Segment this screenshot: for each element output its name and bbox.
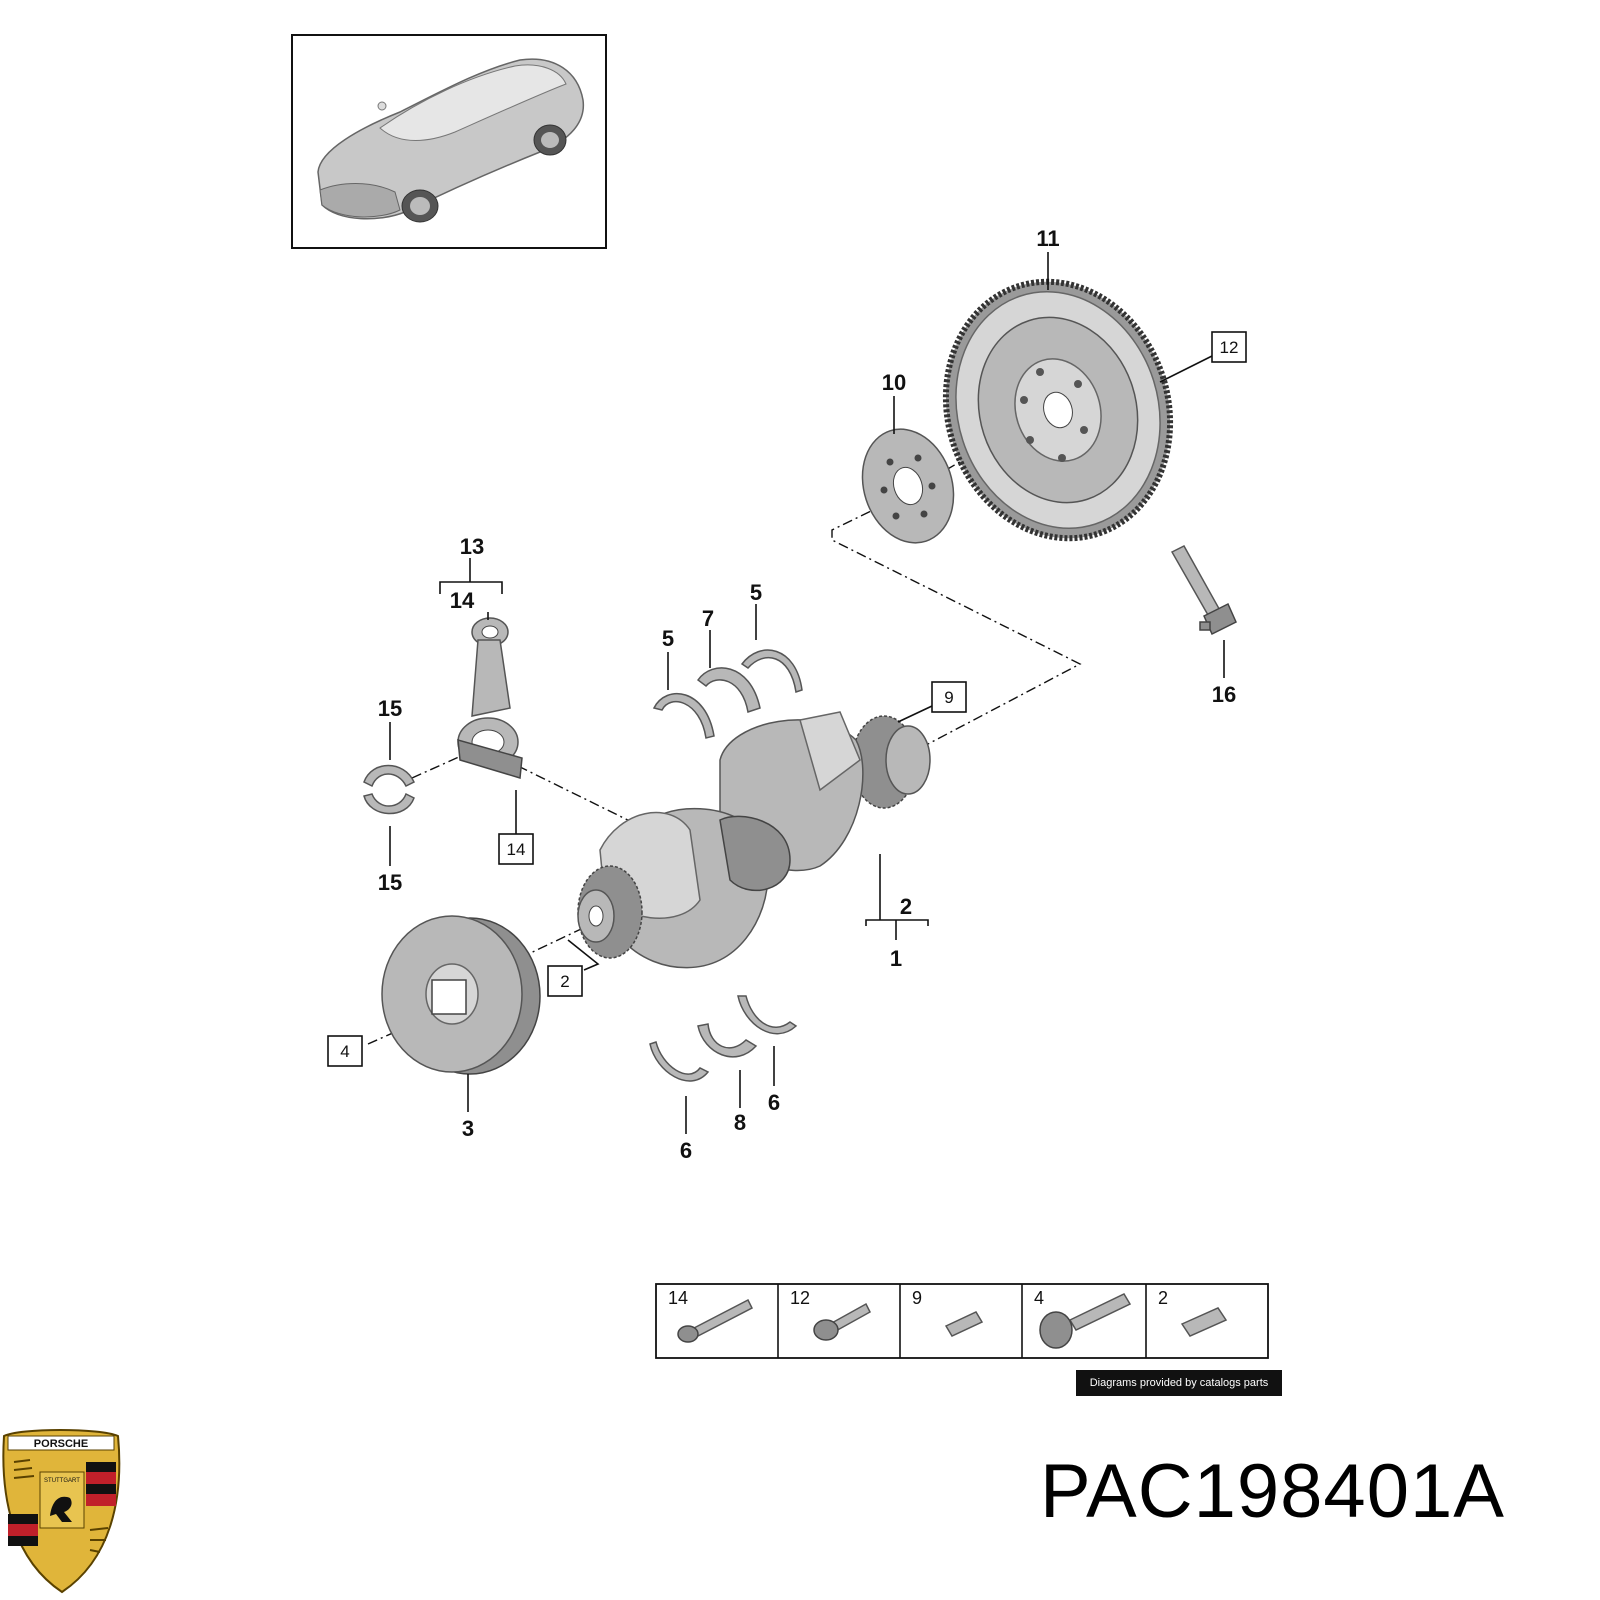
horse-icon <box>50 1496 72 1522</box>
bolt-icon <box>813 1302 871 1341</box>
callout-10: 10 <box>882 370 906 395</box>
main-bearing-shells <box>649 649 803 1082</box>
callout-box-2: 2 <box>560 972 569 991</box>
car-illustration <box>317 58 585 223</box>
part-code: PAC198401A <box>1040 1449 1505 1534</box>
callout-6-left: 6 <box>680 1138 692 1163</box>
connecting-rod <box>457 617 523 779</box>
flywheel <box>942 278 1174 542</box>
callout-box-14: 14 <box>507 840 526 859</box>
callout-box-12: 12 <box>1220 338 1239 357</box>
leader-lines <box>389 252 1225 1134</box>
crankshaft <box>577 711 931 969</box>
flex-plate <box>861 428 955 544</box>
callout-5-left: 5 <box>662 626 674 651</box>
diagram-credit: Diagrams provided by catalogs parts <box>1076 1370 1282 1396</box>
rod-bearing-shells <box>363 764 415 815</box>
crest-subtext: STUTTGART <box>44 1478 80 1484</box>
callout-15-top: 15 <box>378 696 402 721</box>
callout-13: 13 <box>460 534 484 559</box>
callout-16: 16 <box>1212 682 1236 707</box>
legend-cell-label: 12 <box>790 1288 810 1308</box>
dowel-pin-icon <box>1180 1307 1228 1337</box>
callout-box-4: 4 <box>340 1042 349 1061</box>
dowel-pin-icon <box>944 1311 984 1337</box>
callout-6-right: 6 <box>768 1090 780 1115</box>
callout-numbers: 11 10 16 13 14 15 15 5 7 5 2 1 3 6 8 6 <box>378 226 1236 1163</box>
callout-7: 7 <box>702 606 714 631</box>
brand-crest: PORSCHE STUTTGART <box>2 1429 121 1594</box>
crest-wordmark: PORSCHE <box>34 1438 88 1450</box>
legend-cell-label: 14 <box>668 1288 688 1308</box>
fastener-legend: 14 12 9 4 2 <box>655 1283 1269 1359</box>
callout-11: 11 <box>1036 226 1059 251</box>
callout-14: 14 <box>450 588 475 613</box>
legend-cell-label: 9 <box>912 1288 922 1308</box>
callout-8: 8 <box>734 1110 746 1135</box>
bolt-icon <box>677 1298 754 1343</box>
callout-5-right: 5 <box>750 580 762 605</box>
legend-cell-label: 4 <box>1034 1288 1044 1308</box>
callout-15-bottom: 15 <box>378 870 402 895</box>
legend-cell-label: 2 <box>1158 1288 1168 1308</box>
callout-2: 2 <box>900 894 912 919</box>
callout-1: 1 <box>890 946 902 971</box>
boxed-callouts: 12 9 14 2 4 <box>327 331 1247 1067</box>
vibration-damper <box>381 915 541 1075</box>
flywheel-bolt <box>1170 545 1237 636</box>
callout-3: 3 <box>462 1116 474 1141</box>
bolt-icon <box>1039 1293 1132 1349</box>
vehicle-thumbnail <box>291 34 607 249</box>
callout-box-9: 9 <box>944 688 953 707</box>
